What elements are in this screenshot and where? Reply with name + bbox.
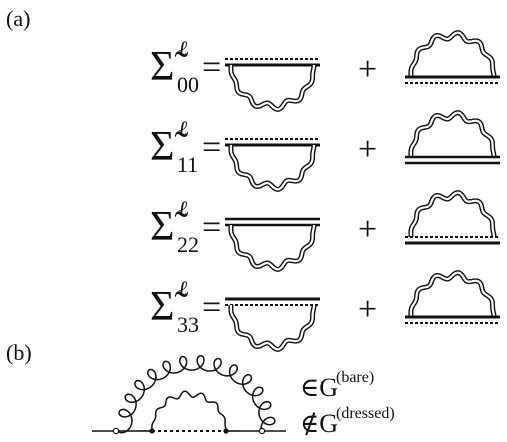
self-energy-diagram-left xyxy=(225,58,320,112)
vertex-filled xyxy=(149,428,155,434)
equation-row-11: Σ̃ ℓ 11 = + xyxy=(150,110,500,192)
equation-row-00: Σ̃ ℓ 00 = + xyxy=(150,30,500,112)
equals-sign: = xyxy=(202,49,221,86)
notin-dressed-superscript: (dressed) xyxy=(336,405,395,422)
gluon-wave-outer xyxy=(408,190,497,238)
equals-sign: = xyxy=(202,129,221,166)
gluon-wave-inner xyxy=(409,111,496,158)
sigma-subscript: 33 xyxy=(177,312,199,337)
inner-photon-wave xyxy=(151,390,227,432)
sigma-superscript: ℓ xyxy=(178,196,188,221)
equals-sign: = xyxy=(202,289,221,326)
self-energy-diagram-right xyxy=(405,110,500,165)
equation-row-22: Σ̃ ℓ 22 = + xyxy=(150,190,500,272)
self-energy-diagram-right xyxy=(405,190,500,245)
outer-gluon-loop xyxy=(116,354,276,434)
gluon-wave-outer xyxy=(228,144,317,192)
sigma-superscript: ℓ xyxy=(178,116,188,141)
gluon-wave-inner xyxy=(409,191,496,238)
panel-b-label: (b) xyxy=(6,340,32,365)
gluon-wave-inner xyxy=(409,271,496,318)
gluon-wave-outer xyxy=(408,110,497,158)
gluon-wave-inner xyxy=(229,304,316,351)
panel-a-label: (a) xyxy=(6,6,30,31)
gluon-wave-inner xyxy=(409,31,496,78)
gluon-wave-outer xyxy=(228,64,317,112)
plus-sign: + xyxy=(358,131,377,168)
plus-sign: + xyxy=(358,51,377,88)
gluon-wave-outer xyxy=(228,224,317,272)
equals-sign: = xyxy=(202,209,221,246)
self-energy-diagram-left xyxy=(225,297,320,352)
vertex-open xyxy=(258,427,266,435)
plus-sign: + xyxy=(358,291,377,328)
vertex-filled xyxy=(223,428,229,434)
gluon-wave-inner xyxy=(229,64,316,111)
notin-dressed-label: ∉G xyxy=(300,409,338,438)
sigma-subscript: 11 xyxy=(177,152,198,177)
gluon-wave-outer xyxy=(228,304,317,352)
self-energy-diagram-left xyxy=(225,138,320,192)
self-energy-diagram-right xyxy=(405,30,500,84)
self-energy-diagram-left xyxy=(225,217,320,272)
gluon-wave-outer xyxy=(408,30,497,78)
in-bare-superscript: (bare) xyxy=(336,369,374,386)
vertex-open xyxy=(112,427,120,435)
sigma-subscript: 00 xyxy=(177,72,199,97)
sigma-subscript: 22 xyxy=(177,232,199,257)
sigma-superscript: ℓ xyxy=(178,36,188,61)
gluon-wave-inner xyxy=(229,224,316,271)
equation-row-33: Σ̃ ℓ 33 = + xyxy=(150,270,500,352)
gluon-wave-inner xyxy=(229,144,316,191)
self-energy-diagram-right xyxy=(405,270,500,324)
plus-sign: + xyxy=(358,211,377,248)
sigma-superscript: ℓ xyxy=(178,276,188,301)
panel-b-diagram xyxy=(92,354,286,435)
in-bare-label: ∈G xyxy=(300,373,338,402)
gluon-wave-outer xyxy=(408,270,497,318)
